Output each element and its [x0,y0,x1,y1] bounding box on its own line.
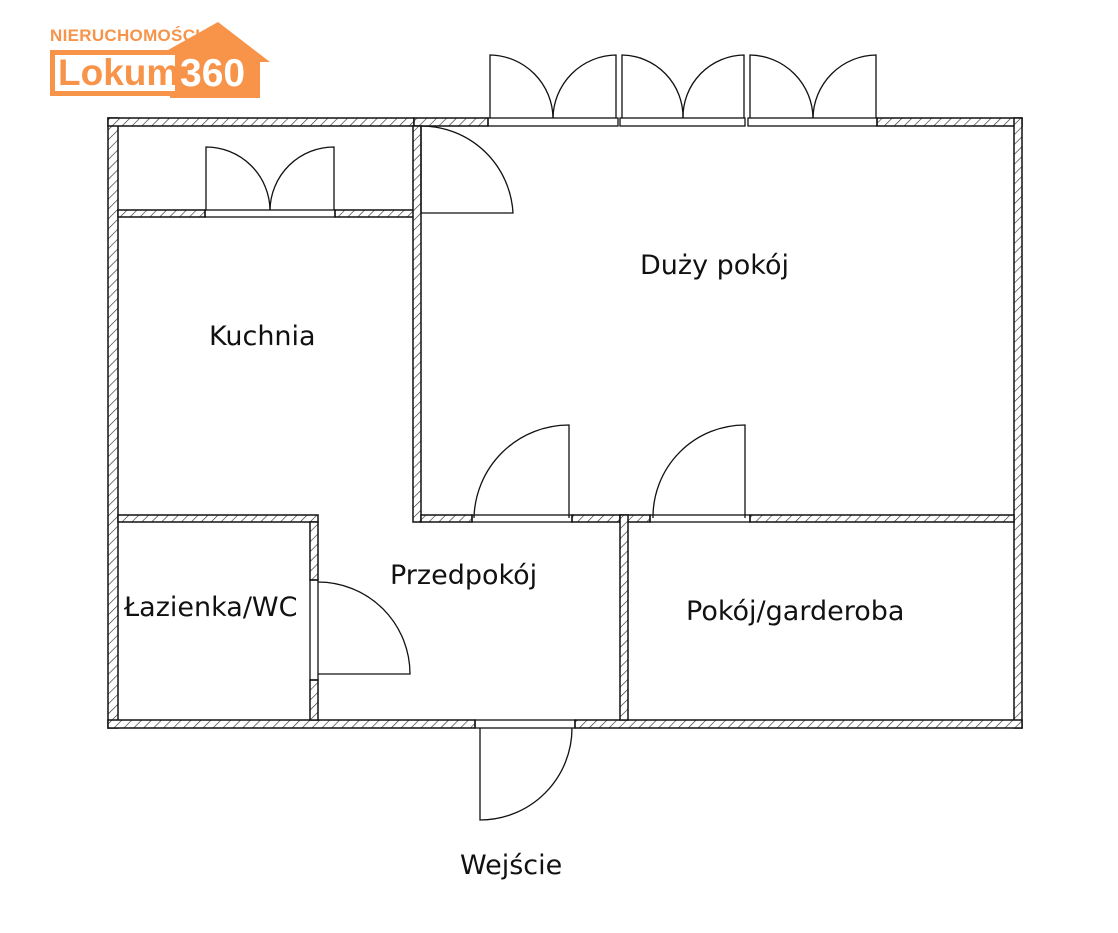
room-label-hallway: Przedpokój [390,560,538,591]
house-roof-icon [168,22,270,98]
logo-word: Lokum [58,52,180,93]
room-label-living-room: Duży pokój [640,250,789,281]
room-label-room-wardrobe: Pokój/garderoba [686,596,905,627]
windows-doors [204,54,878,821]
logo: NIERUCHOMOŚCI Lokum 360 [48,22,270,100]
logo-top-text: NIERUCHOMOŚCI [50,26,201,45]
logo-number: 360 [180,52,246,95]
room-label-bathroom: Łazienka/WC [124,592,298,623]
room-label-kitchen: Kuchnia [209,321,316,352]
logo-box [50,50,180,96]
label-entrance: Wejście [460,850,563,881]
